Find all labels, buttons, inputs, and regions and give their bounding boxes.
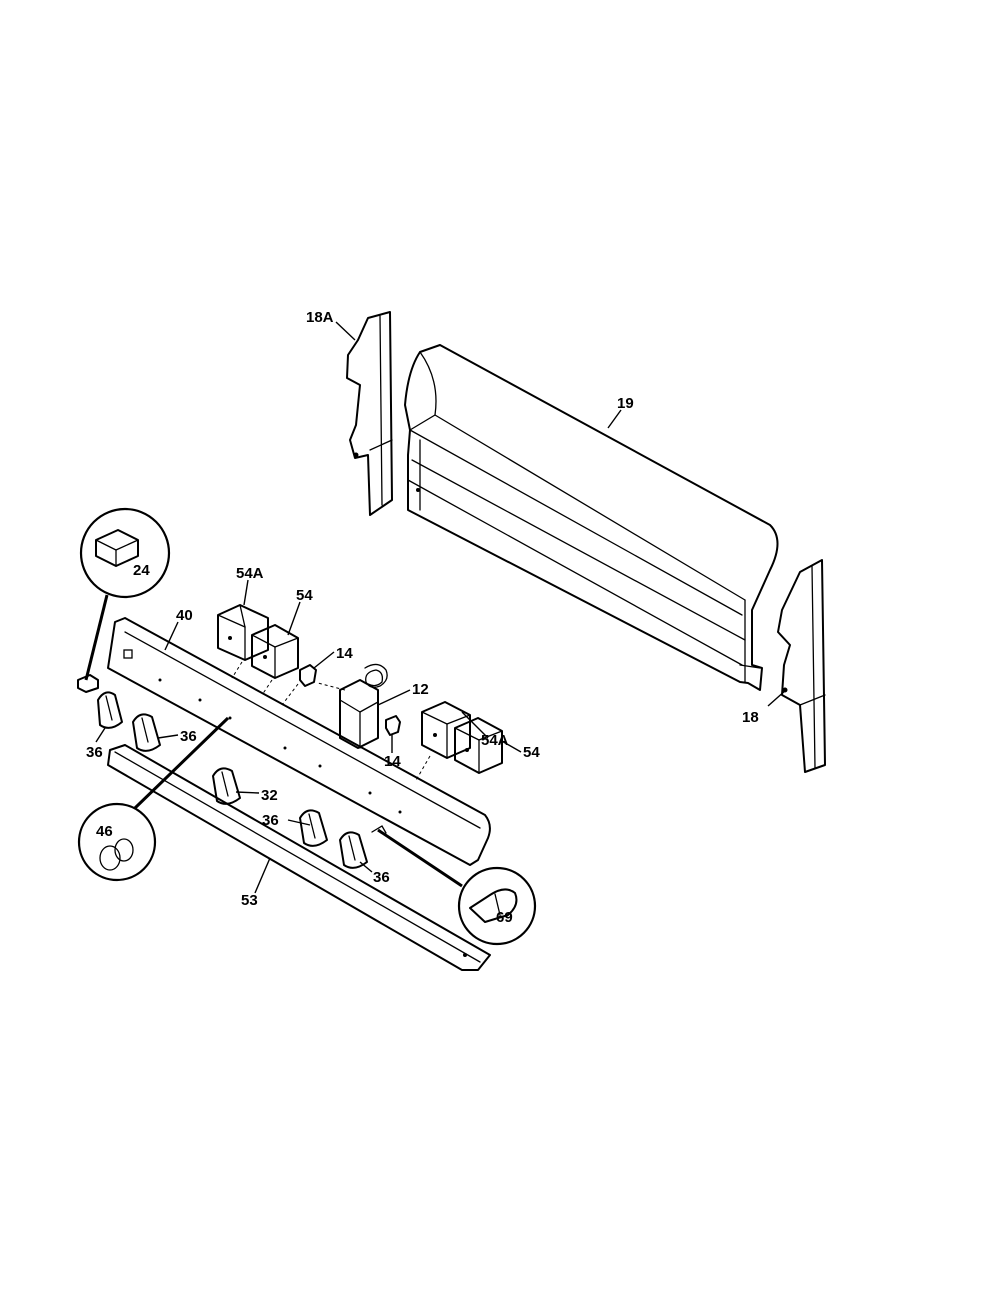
thermostat-12 (317, 663, 388, 749)
label-36-b: 36 (180, 728, 197, 745)
label-40: 40 (176, 607, 193, 624)
knob-36-b (132, 713, 161, 752)
leader-lines (95, 321, 787, 894)
label-19: 19 (617, 395, 634, 412)
label-14-top: 14 (336, 645, 353, 662)
label-36-a: 36 (86, 744, 103, 761)
switch-54A-left (217, 604, 269, 661)
label-32: 32 (261, 787, 278, 804)
label-46: 46 (96, 823, 113, 840)
switch-54A-right (421, 701, 471, 759)
callout-46 (77, 716, 230, 882)
knob-36-a (97, 691, 123, 729)
label-54-left: 54 (296, 587, 313, 604)
label-53: 53 (241, 892, 258, 909)
label-69: 69 (496, 909, 513, 926)
label-18: 18 (742, 709, 759, 726)
label-36-c: 36 (262, 812, 279, 829)
switch-54-left (251, 624, 299, 679)
clip-14-top (299, 664, 317, 687)
switch-54-right (454, 717, 503, 774)
knob-36-c (299, 809, 328, 847)
clip-14-bottom (385, 715, 401, 736)
label-24: 24 (133, 562, 150, 579)
end-bracket-18A (346, 311, 393, 516)
label-14-bottom: 14 (384, 753, 401, 770)
label-18A: 18A (306, 309, 334, 326)
label-54A-left: 54A (236, 565, 264, 582)
label-54-right: 54 (523, 744, 540, 761)
backguard-panel-19 (404, 344, 779, 691)
callout-69 (371, 825, 537, 946)
end-bracket-18 (777, 559, 826, 773)
knob-36-d (339, 831, 368, 869)
callout-24 (77, 507, 171, 693)
trim-strip-53 (107, 744, 491, 971)
part-labels: 18A 19 18 24 54A 54 40 14 12 54A 54 14 3… (86, 309, 759, 926)
knob-32 (212, 767, 241, 805)
label-12: 12 (412, 681, 429, 698)
label-36-d: 36 (373, 869, 390, 886)
label-54A-right: 54A (481, 732, 509, 749)
control-panel-40 (107, 617, 491, 866)
